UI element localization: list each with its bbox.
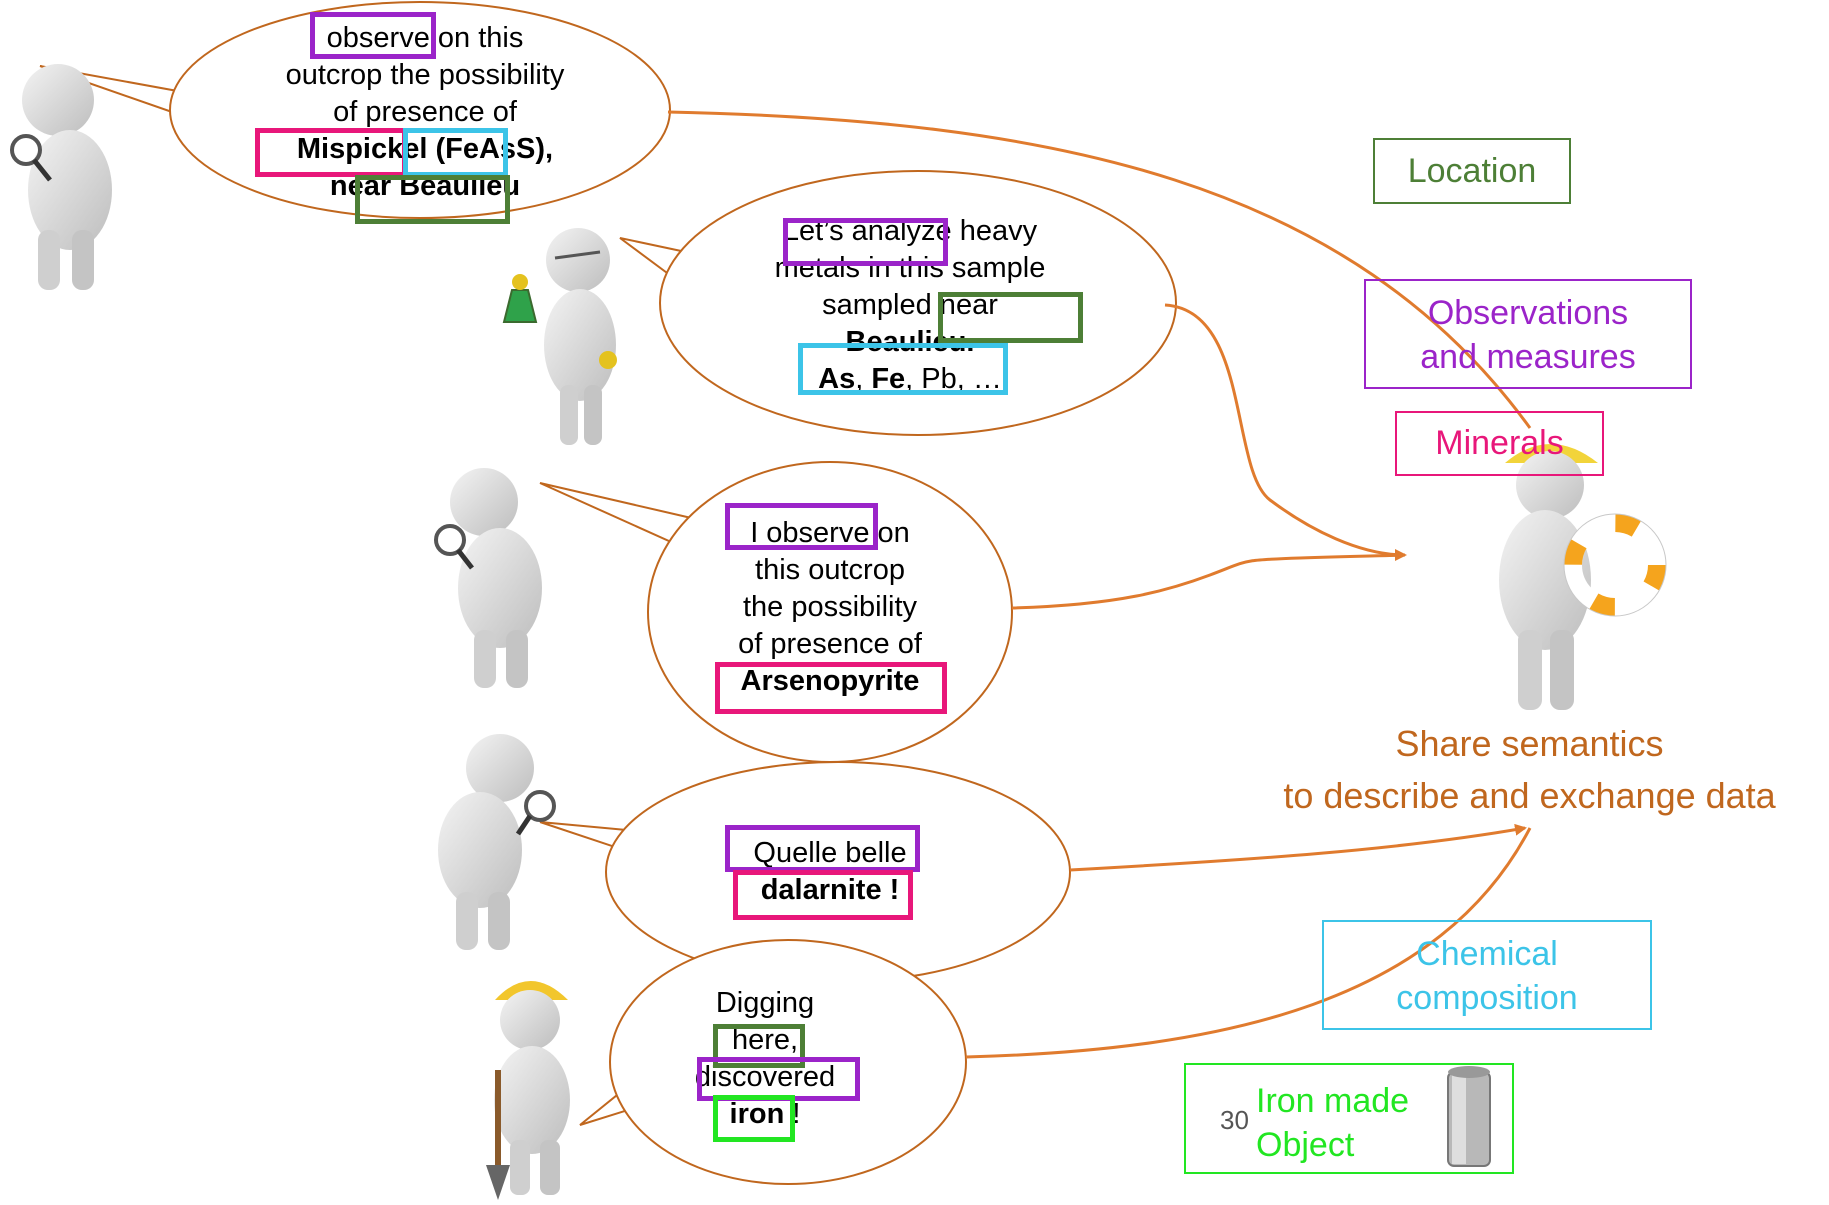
label-minerals: Minerals <box>1395 411 1604 476</box>
figure-magnifier-3 <box>438 734 556 950</box>
arrow-2 <box>1164 303 1407 561</box>
bubble-3-line3: the possibility <box>742 591 918 623</box>
highlight-mineral-1 <box>255 128 407 177</box>
bubble-2-line2: metals in this sample <box>774 252 1046 284</box>
figure-digger <box>486 981 570 1200</box>
highlight-observe-2 <box>783 218 948 266</box>
label-chemical-line2: composition <box>1396 979 1578 1017</box>
speech-bubble-3 <box>539 461 1013 763</box>
can-icon <box>1447 1066 1491 1167</box>
arrow-4 <box>1069 823 1527 872</box>
label-iron-line2: Object <box>1256 1126 1355 1164</box>
highlight-location-2 <box>938 292 1083 343</box>
highlight-observe-4 <box>725 825 920 872</box>
figure-magnifier-1 <box>10 64 112 290</box>
highlight-chemical-1 <box>403 128 508 177</box>
bubble-1-line1-hl: observe <box>326 22 430 54</box>
label-iron-line1: Iron made <box>1256 1082 1410 1120</box>
bubble-4-text: Quelle belle dalarnite ! <box>700 835 960 909</box>
bubble-2-line5-sep: , <box>855 363 872 395</box>
bubble-2-text: Let’s analyze heavy metals in this sampl… <box>745 213 1075 398</box>
highlight-observe-3 <box>725 503 878 550</box>
figure-scientist <box>502 228 617 445</box>
caption-line2: to describe and exchange data <box>1283 775 1776 816</box>
highlight-mineral-3 <box>715 662 947 714</box>
bubble-5-line1: Digging <box>715 987 815 1019</box>
bubble-3-line1-hl: I observe <box>750 517 870 549</box>
bubble-1-line4: Mispickel (FeAsS), <box>296 133 554 165</box>
highlight-location-5 <box>713 1024 805 1068</box>
arrows <box>667 110 1532 1059</box>
bubble-1-line3: of presence of <box>333 96 517 128</box>
label-minerals-text: Minerals <box>1435 424 1564 462</box>
caption-line1: Share semantics <box>1395 723 1664 764</box>
bubble-5-line4-rest: ! <box>784 1098 801 1130</box>
highlight-observe-1 <box>310 12 436 59</box>
speech-bubble-2 <box>619 170 1177 436</box>
bubble-1-line2: outcrop the possibility <box>285 59 565 91</box>
bubble-3-line1-rest: on <box>869 517 910 549</box>
label-observations: Observations and measures <box>1364 279 1692 389</box>
bubble-1-text: observe on this outcrop the possibility … <box>255 20 595 205</box>
bubble-3-line2: this outcrop <box>755 554 905 586</box>
highlight-iron-5 <box>713 1095 795 1142</box>
arrow-5 <box>965 827 1532 1059</box>
label-location-text: Location <box>1407 152 1537 190</box>
caption: Share semantics to describe and exchange… <box>1230 718 1829 822</box>
bubble-3-line4: of presence of <box>738 628 922 660</box>
bubble-1-line1-rest: on this <box>429 22 524 54</box>
bubble-2-line5-fe: Fe <box>871 363 906 395</box>
label-iron-object: Iron made Object <box>1184 1063 1514 1174</box>
bubble-2-line5-rest: , Pb, … <box>905 363 1002 395</box>
figure-magnifier-2 <box>434 468 542 688</box>
highlight-chemical-2 <box>798 343 1008 395</box>
arrow-1 <box>667 110 1532 429</box>
page-number: 30 <box>1220 1105 1249 1135</box>
bubble-3-line5: Arsenopyrite <box>740 665 920 697</box>
label-observations-line2: and measures <box>1420 338 1636 376</box>
speech-bubble-5 <box>579 939 967 1185</box>
label-location: Location <box>1373 138 1571 204</box>
bubble-5-line4: iron <box>729 1098 785 1130</box>
bubble-4-line1: Quelle belle <box>753 837 907 869</box>
label-chemical: Chemical composition <box>1322 920 1652 1030</box>
bubble-4-line2: dalarnite ! <box>760 874 900 906</box>
label-observations-line1: Observations <box>1427 294 1629 332</box>
label-chemical-line1: Chemical <box>1416 935 1558 973</box>
figure-lifeguard <box>1499 444 1667 710</box>
bubble-2-line5-as: As <box>818 363 856 395</box>
arrow-3 <box>1011 553 1406 610</box>
highlight-mineral-4 <box>733 870 913 920</box>
bubble-5-line2: here, <box>731 1024 799 1056</box>
highlight-location-1 <box>355 175 510 224</box>
bubble-3-text: I observe on this outcrop the possibilit… <box>700 515 960 700</box>
